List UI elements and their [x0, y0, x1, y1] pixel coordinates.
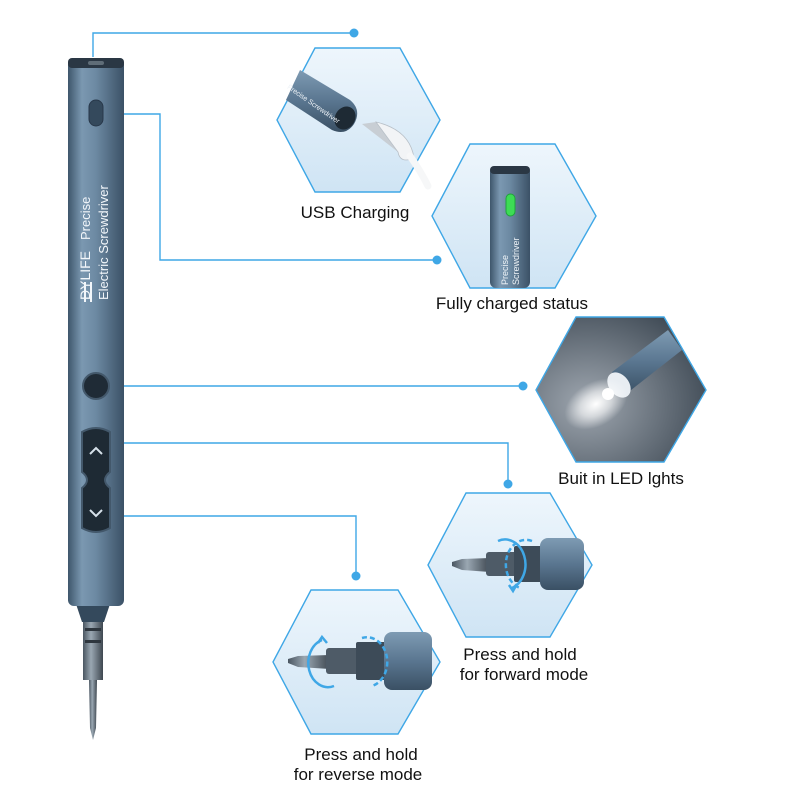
led-lights-caption: Buit in LED lghts: [558, 469, 684, 488]
screwdriver-bit: [89, 680, 97, 740]
forward-button[interactable]: [82, 432, 110, 472]
reverse-mode-hexagon: [272, 589, 441, 735]
reverse-connector-dot: [351, 571, 361, 581]
screwdriver: DYLIFE Precise Electric Screwdriver: [68, 58, 124, 740]
led-lights-hexagon: [535, 316, 707, 463]
charged-thumb-line-2: Screwdriver: [511, 237, 521, 285]
charged-connector-dot: [432, 255, 442, 265]
forward-caption-line-2: for forward mode: [460, 665, 589, 684]
product-line-1: Precise: [78, 197, 93, 240]
connector-lines: [92, 32, 523, 576]
direction-button-pad: [81, 427, 111, 533]
led-connector-dot: [518, 381, 528, 391]
reverse-button[interactable]: [82, 488, 110, 528]
bit-holder: [83, 620, 103, 680]
charged-thumb-line-1: Precise: [500, 255, 510, 285]
usb-connector-dot: [349, 28, 359, 38]
brand-label: DYLIFE: [77, 251, 93, 300]
brand-text: DYLIFE Precise Electric Screwdriver: [77, 184, 111, 300]
chevron-up-icon: [89, 446, 103, 455]
reverse-connector-line: [106, 515, 357, 576]
forward-caption-line-1: Press and hold: [463, 645, 576, 664]
usb-charging-hexagon: Precise Screwdriver: [276, 47, 441, 193]
usb-charging-caption: USB Charging: [301, 203, 410, 222]
forward-mode-hexagon: [427, 492, 593, 638]
forward-connector-dot: [503, 479, 513, 489]
fully-charged-hexagon: Precise Screwdriver: [431, 143, 597, 289]
product-line-2: Electric Screwdriver: [96, 184, 111, 300]
fully-charged-caption: Fully charged status: [436, 294, 588, 313]
connector-dots: [349, 28, 528, 581]
charged-connector-line: [104, 113, 437, 261]
chevron-down-icon: [89, 509, 103, 518]
green-status-led: [505, 193, 516, 217]
led-button[interactable]: [82, 372, 110, 400]
forward-connector-line: [106, 442, 509, 484]
reverse-caption-line-2: for reverse mode: [294, 765, 423, 784]
reverse-caption-line-1: Press and hold: [304, 745, 417, 764]
usb-connector-line: [92, 32, 354, 57]
charge-indicator-slot: [88, 99, 104, 127]
